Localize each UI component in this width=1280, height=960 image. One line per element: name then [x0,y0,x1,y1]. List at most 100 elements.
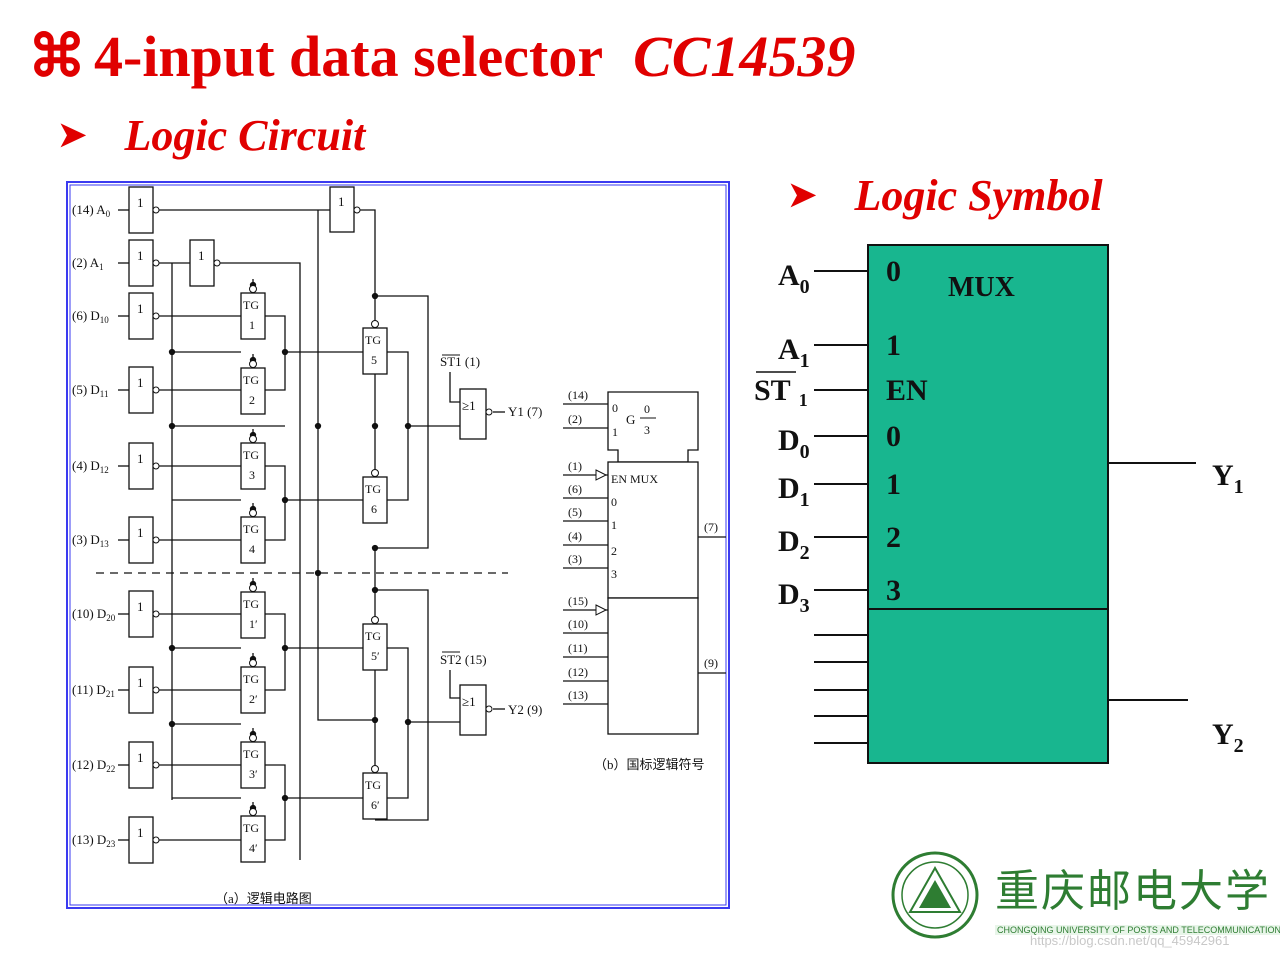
tg-control-bubble [371,616,379,624]
tg-index: 5′ [371,649,380,663]
junction-dot [314,569,322,577]
gb-data-0: 0 [611,495,617,509]
inverter-label: 1 [137,451,144,466]
tg-label: TG [365,778,381,792]
tg-control-bubble [249,659,257,667]
inverter-label: 1 [137,248,144,263]
gb-symbol [607,391,699,735]
title-text: 4-input data selector [94,24,604,89]
inverter-bubble [152,686,160,694]
inverter [128,292,154,340]
tg-index: 3 [249,468,255,482]
tg-label: TG [243,298,259,312]
tg-control-bus-2 [375,589,429,821]
tg-control-bubble [249,285,257,293]
junction-dot [281,794,289,802]
junction-dot [168,422,176,430]
inverter-bubble [152,761,160,769]
tg-label: TG [243,448,259,462]
transmission-gate [240,292,266,340]
gb-control-block [607,391,699,463]
gb-g-num: 0 [644,402,650,416]
tg-control-bubble [249,808,257,816]
inverter [128,741,154,789]
tg-label: TG [243,672,259,686]
gb-data-2: 2 [611,544,617,558]
junction-dot [168,348,176,356]
transmission-gate [240,741,266,789]
junction-dot [281,644,289,652]
caption-a: （a）逻辑电路图 [215,891,312,906]
a0-inverter-2-label: 1 [338,194,345,209]
input-label: (11) D21 [72,682,115,699]
inverter [128,442,154,490]
tg-index: 3′ [249,767,258,781]
tg-label: TG [365,482,381,496]
transmission-gate [240,367,266,415]
tg34p-merge [265,764,286,841]
nor-gate-1 [459,388,487,440]
inverter-label: 1 [137,750,144,765]
inverter-label: 1 [137,375,144,390]
university-name-en: CHONGQING UNIVERSITY OF POSTS AND TELECO… [995,925,1280,935]
tg-control-bubble [249,734,257,742]
st1-wire [449,372,460,403]
tg-label: TG [243,821,259,835]
gb-data-3: 3 [611,567,617,581]
gb-output-label: (7) [704,520,718,534]
gb-pin-label: (13) [568,688,588,702]
a0bar-bus [357,209,376,328]
gb-pin-label: (4) [568,529,582,543]
inverter-bubble [152,536,160,544]
tg-index: 2 [249,393,255,407]
gb-en-mux: EN MUX [611,472,658,486]
tg-index: 2′ [249,692,258,706]
nor-gate-2 [459,684,487,736]
junction-dot [371,422,379,430]
inverter [128,186,154,234]
transmission-gate [240,591,266,639]
circuit-frame-inner [69,184,727,906]
inverter-label: 1 [137,825,144,840]
transmission-gate [362,327,388,375]
st1-label: ST1 (1) [440,354,480,369]
inverter-bubble [152,312,160,320]
inverter [128,516,154,564]
junction-dot [371,544,379,552]
bullet-circuit-label: Logic Circuit [124,111,366,160]
transmission-gate [240,815,266,863]
transmission-gate [240,666,266,714]
gb-output-label: (9) [704,656,718,670]
a1-inverter-2-label: 1 [198,248,205,263]
gb-sel-0: 0 [612,401,618,415]
a0-inverter-2-bubble [353,206,361,214]
bullet-symbol-label: Logic Symbol [854,171,1103,220]
junction-dot [281,348,289,356]
inverter [128,816,154,864]
bullet-logic-circuit: ➤Logic Circuit [58,110,365,161]
inverter-label: 1 [137,675,144,690]
nor-gate-1-bubble [485,408,493,416]
transmission-gate [362,476,388,524]
gb-en-triangle-1 [595,469,608,481]
tg-label: TG [243,522,259,536]
tg-control-bubble [371,320,379,328]
gb-g-den: 3 [644,423,650,437]
inverter [128,590,154,638]
tg-control-bus-1 [375,295,429,549]
a0-inverter-2 [329,186,355,233]
inverter-bubble [152,462,160,470]
input-label: (13) D23 [72,832,116,849]
st2-wire [449,670,460,699]
transmission-gate [240,516,266,564]
transmission-gate [362,772,388,820]
nor-gate-2-label: ≥1 [462,694,476,709]
input-label: (4) D12 [72,458,109,475]
tg-label: TG [365,629,381,643]
university-name-cn: 重庆邮电大学 [995,866,1271,917]
input-label: (2) A1 [72,255,104,272]
inverter-label: 1 [137,301,144,316]
